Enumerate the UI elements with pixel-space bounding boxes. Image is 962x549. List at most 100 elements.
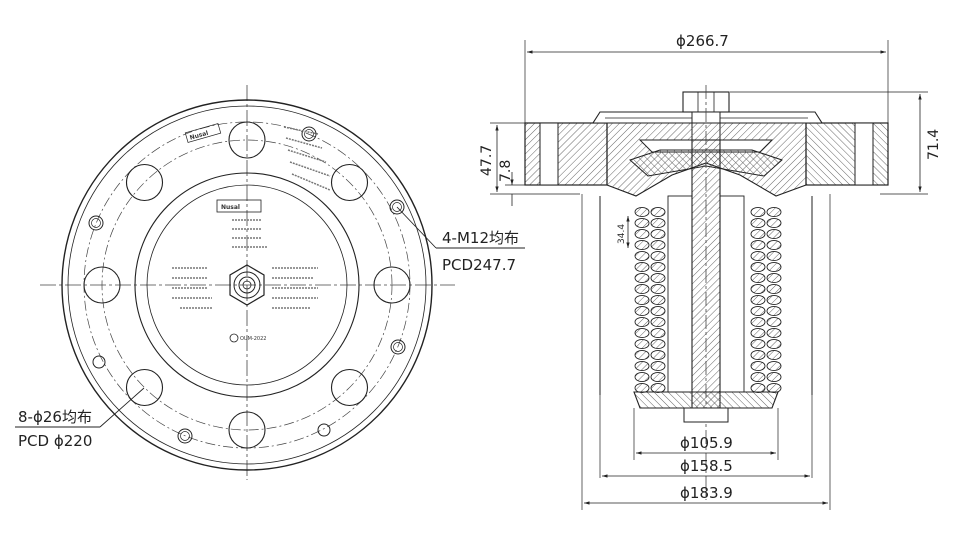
through-holes-label: 8-ϕ26均布 [18, 408, 92, 426]
spring-coil-section [650, 371, 666, 383]
spring-coil-section [750, 371, 766, 383]
spring-coil-section [750, 382, 766, 394]
nameplate-circle [146, 184, 348, 386]
spring-coil-section [750, 349, 766, 361]
through-pcd-label: PCD ϕ220 [18, 432, 92, 450]
threaded-hole [180, 431, 190, 441]
spring-coil-section [750, 217, 766, 229]
flange-outer-edge [61, 99, 433, 471]
nameplate-code: OUM-2022 [240, 336, 266, 342]
spring-coil-section [650, 305, 666, 317]
spring-coil-section [766, 316, 782, 328]
threaded-callout-leader [396, 206, 437, 249]
dim-height-total: 71.4 [926, 129, 942, 160]
threaded-pcd-label: PCD247.7 [442, 256, 516, 274]
spring-coil-section [766, 371, 782, 383]
spring-coil-section [650, 261, 666, 273]
through-hole [330, 163, 369, 202]
spring-coil-section [634, 272, 650, 284]
spring-coil-section [750, 206, 766, 218]
threaded-hole [301, 126, 317, 142]
dim-overall-diameter: ϕ266.7 [676, 32, 729, 50]
threaded-hole [393, 342, 403, 352]
spring-coil-section [650, 349, 666, 361]
through-hole [83, 266, 121, 304]
threaded-hole [390, 339, 406, 355]
dim-cage: ϕ183.9 [680, 484, 733, 502]
threaded-hole [304, 129, 314, 139]
spring-coil-section [650, 294, 666, 306]
small-hole [317, 423, 331, 437]
dim-body: ϕ158.5 [680, 457, 733, 475]
threaded-hole-callout-target [389, 199, 405, 215]
spring-coil-section [766, 349, 782, 361]
spring-coil-section [750, 250, 766, 262]
spring-coil-section [650, 327, 666, 339]
spring-coil-section [634, 338, 650, 350]
spring-coil-section [766, 360, 782, 372]
spring-coil-section [750, 294, 766, 306]
spring-coil-section [634, 382, 650, 394]
threaded-holes-label: 4-M12均布 [442, 229, 519, 247]
spring-coil-section [650, 338, 666, 350]
through-callout-leader [99, 387, 145, 428]
dim-spring-pitch: 34.4 [617, 224, 627, 244]
spring-coil-section [766, 294, 782, 306]
section-view: ϕ266.7 71.4 47.7 7.8 [479, 32, 942, 510]
spring-coil-section [766, 239, 782, 251]
spring-coil-section [650, 360, 666, 372]
spring-coil-section [634, 239, 650, 251]
flange-inner-edge [67, 105, 427, 465]
nameplate-markings: Nusal OUM-2022 [172, 199, 318, 343]
through-hole [125, 163, 164, 202]
bottom-nut [683, 407, 729, 423]
flange-right [805, 122, 889, 186]
flange-right-hole [854, 122, 874, 186]
through-hole [373, 266, 411, 304]
spring-coil-section [766, 250, 782, 262]
spring-coil-section [650, 217, 666, 229]
spring-coil-section [750, 316, 766, 328]
spring-coil-section [634, 206, 650, 218]
spring-coil-section [766, 338, 782, 350]
dim-bore: ϕ105.9 [680, 434, 733, 452]
spring-coil-section [634, 228, 650, 240]
outer-logo-box [184, 123, 222, 143]
spring-coil-section [650, 228, 666, 240]
threaded-hole [91, 218, 101, 228]
spring-coil-section [750, 338, 766, 350]
spring-coil-section [634, 349, 650, 361]
spring-coil-section [650, 206, 666, 218]
spring-coil-section [634, 371, 650, 383]
spring-coil-section [650, 316, 666, 328]
spring-coil-section [650, 239, 666, 251]
spring-coil-section [634, 283, 650, 295]
spring-coil-section [634, 217, 650, 229]
spring-coil-section [750, 228, 766, 240]
small-hole [92, 355, 106, 369]
spring-coil-section [650, 283, 666, 295]
spring-coil-section [750, 305, 766, 317]
inner-sleeve-left [667, 195, 693, 393]
through-hole [330, 368, 369, 407]
outer-ring-markings: Nusal [184, 123, 331, 191]
spring-coil-section [634, 305, 650, 317]
through-hole [228, 121, 266, 159]
bottom-base [633, 391, 779, 409]
spring-coil-section [750, 327, 766, 339]
center-nut [229, 264, 265, 306]
spring-coil-section [766, 206, 782, 218]
through-holes [83, 121, 411, 449]
threaded-holes [88, 126, 406, 444]
nameplate-logo-box [216, 199, 262, 213]
spring-coil-section [766, 272, 782, 284]
spring-coil-section [634, 294, 650, 306]
spring-coil-section [766, 217, 782, 229]
front-view: Nusal OUM-2022 Nusal [15, 85, 525, 480]
spring-coil-section [766, 305, 782, 317]
spring-coil-section [750, 261, 766, 273]
spring-coil-section [750, 283, 766, 295]
threaded-hole [177, 428, 193, 444]
spring-coil-section [634, 261, 650, 273]
